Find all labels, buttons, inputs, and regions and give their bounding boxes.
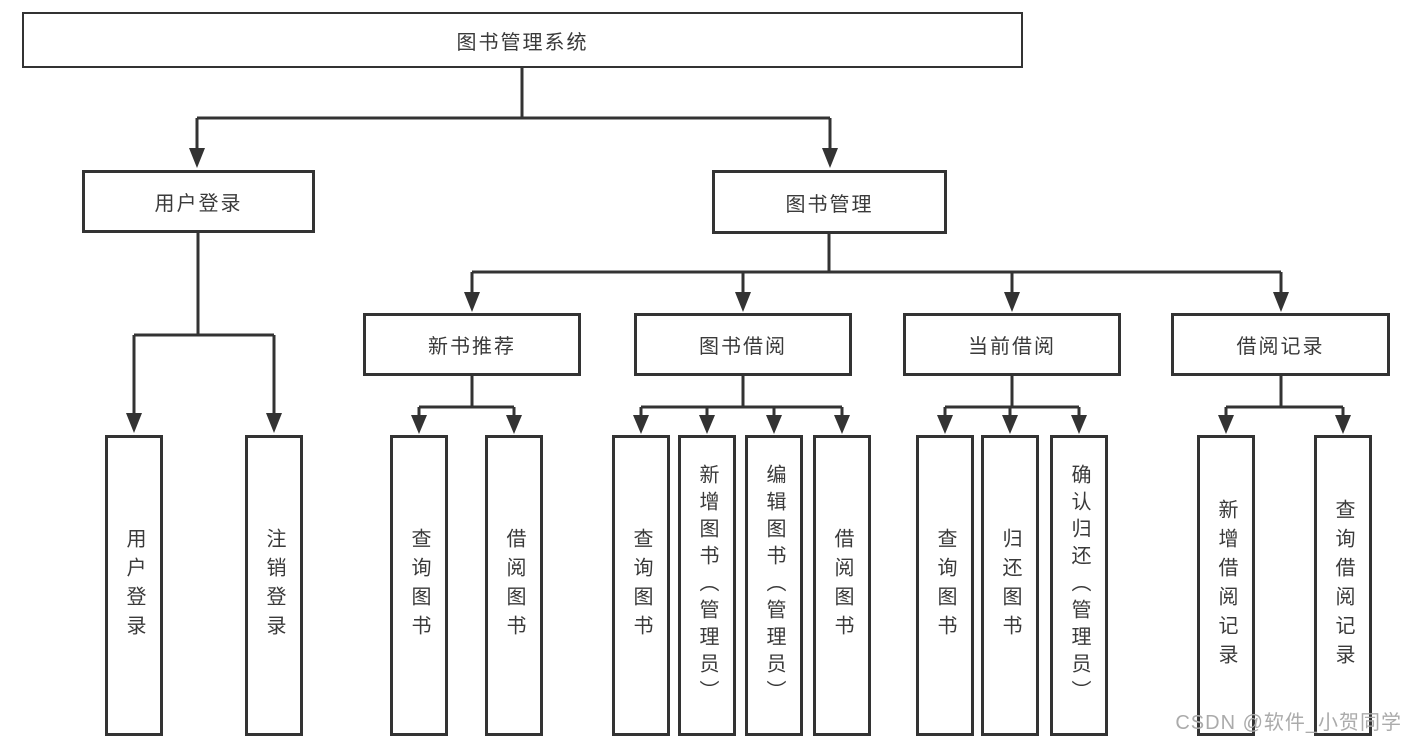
node-borrowing-records-label: 借阅记录 [1236,336,1325,358]
node-user-login: 用户登录 [82,170,315,233]
leaf-logout-login-label: 注销登录 [263,527,285,644]
node-book-borrowing: 图书借阅 [634,313,852,376]
leaf-user-login-label: 用户登录 [123,527,145,644]
leaf-nb-borrow-books: 借阅图书 [485,435,543,736]
leaf-nb-borrow-books-label: 借阅图书 [503,527,525,644]
leaf-bb-edit-books-admin-label: 编辑图书（管理员） [763,464,785,707]
watermark-text: CSDN @软件_小贺同学 [1175,712,1402,734]
leaf-cb-return-books: 归还图书 [981,435,1039,736]
node-book-borrowing-label: 图书借阅 [699,336,787,358]
leaf-br-add-record-label: 新增借阅记录 [1215,498,1237,673]
node-current-borrowing: 当前借阅 [903,313,1121,376]
leaf-bb-borrow-books-label: 借阅图书 [831,527,853,644]
node-borrowing-records: 借阅记录 [1171,313,1390,376]
leaf-br-add-record: 新增借阅记录 [1197,435,1255,736]
leaf-user-login: 用户登录 [105,435,163,736]
node-book-management: 图书管理 [712,170,947,234]
node-new-book-recommend-label: 新书推荐 [428,336,516,358]
leaf-br-query-record-label: 查询借阅记录 [1332,498,1354,673]
node-new-book-recommend: 新书推荐 [363,313,581,376]
node-current-borrowing-label: 当前借阅 [968,336,1056,358]
leaf-cb-confirm-return-admin-label: 确认归还（管理员） [1068,464,1090,707]
leaf-bb-query-books-label: 查询图书 [630,527,652,644]
leaf-cb-confirm-return-admin: 确认归还（管理员） [1050,435,1108,736]
node-root: 图书管理系统 [22,12,1023,68]
leaf-cb-query-books-label: 查询图书 [934,527,956,644]
leaf-nb-query-books: 查询图书 [390,435,448,736]
leaf-cb-return-books-label: 归还图书 [999,527,1021,644]
leaf-nb-query-books-label: 查询图书 [408,527,430,644]
node-root-label: 图书管理系统 [456,31,589,54]
node-book-management-label: 图书管理 [785,193,874,216]
leaf-bb-add-books-admin-label: 新增图书（管理员） [696,464,718,707]
leaf-br-query-record: 查询借阅记录 [1314,435,1372,736]
leaf-logout-login: 注销登录 [245,435,303,736]
node-user-login-label: 用户登录 [154,193,243,215]
leaf-bb-borrow-books: 借阅图书 [813,435,871,736]
leaf-bb-edit-books-admin: 编辑图书（管理员） [745,435,803,736]
leaf-cb-query-books: 查询图书 [916,435,974,736]
leaf-bb-query-books: 查询图书 [612,435,670,736]
leaf-bb-add-books-admin: 新增图书（管理员） [678,435,736,736]
